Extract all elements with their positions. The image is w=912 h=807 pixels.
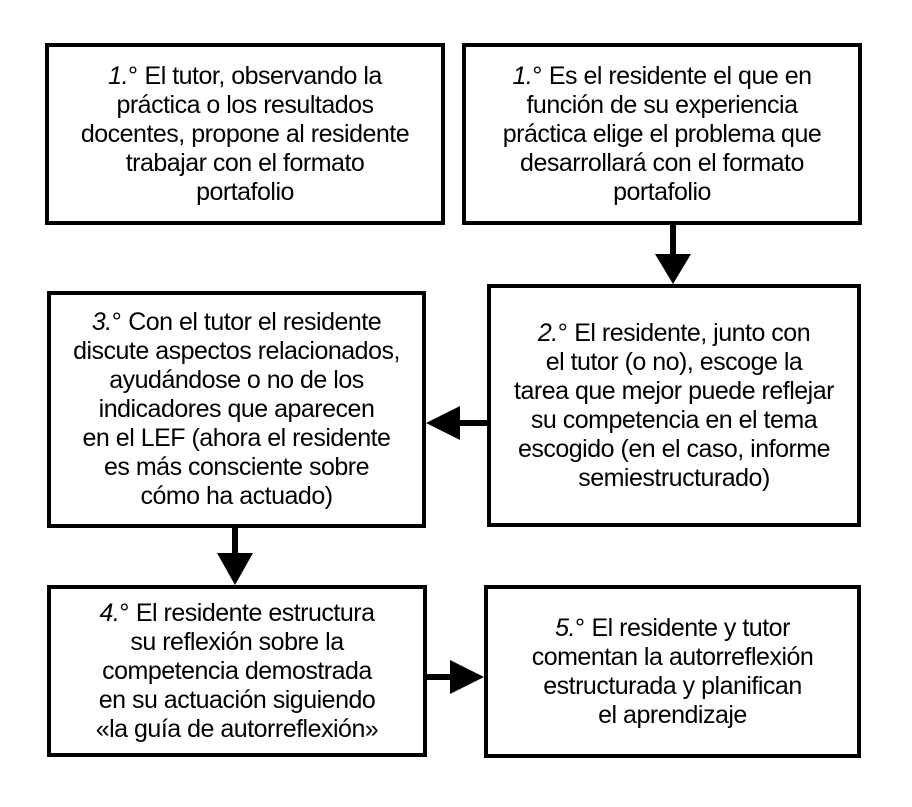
arrow-down-icon xyxy=(655,254,691,284)
arrow-right-icon xyxy=(450,660,484,694)
flow-step-text: 5.°El residente y tutor comentan la auto… xyxy=(528,614,818,730)
ordinal-indicator: ° xyxy=(111,308,122,336)
flow-step-structure-reflection: 4.°El residente estructura su reflexión … xyxy=(47,585,427,757)
flow-step-choose-task: 2.°El residente, junto con el tutor (o n… xyxy=(487,284,861,527)
connector-arrow-right-shaft xyxy=(427,674,453,680)
connector-arrow-down-shaft xyxy=(670,225,676,258)
step-body-text: El residente, junto con el tutor (o no),… xyxy=(514,318,834,492)
step-body-text: El tutor, observando la práctica o los r… xyxy=(80,61,410,206)
flow-step-plan-learning: 5.°El residente y tutor comentan la auto… xyxy=(484,585,861,758)
arrow-left-icon xyxy=(426,406,460,440)
flow-step-text: 2.°El residente, junto con el tutor (o n… xyxy=(510,319,838,493)
flow-step-text: 4.°El residente estructura su reflexión … xyxy=(92,599,383,744)
flow-step-tutor-proposes: 1.°El tutor, observando la práctica o lo… xyxy=(45,43,445,225)
step-number: 1. xyxy=(108,61,129,90)
ordinal-indicator: ° xyxy=(557,318,568,347)
step-body-text: Con el tutor el residente discute aspect… xyxy=(73,308,400,510)
flow-step-text: 3.°Con el tutor el residente discute asp… xyxy=(69,308,404,511)
ordinal-indicator: ° xyxy=(574,613,585,642)
ordinal-indicator: ° xyxy=(128,61,138,90)
flow-step-discuss-with-tutor: 3.°Con el tutor el residente discute asp… xyxy=(47,291,426,528)
step-number: 2. xyxy=(537,318,558,347)
step-number: 3. xyxy=(91,308,112,336)
step-body-text: El residente estructura su reflexión sob… xyxy=(95,598,379,743)
step-body-text: El residente y tutor comentan la autorre… xyxy=(531,613,814,729)
ordinal-indicator: ° xyxy=(532,61,542,90)
ordinal-indicator: ° xyxy=(119,598,129,627)
connector-arrow-down-shaft xyxy=(232,528,238,558)
step-number: 5. xyxy=(555,613,575,642)
connector-arrow-left-shaft xyxy=(458,420,487,426)
step-number: 4. xyxy=(99,598,120,627)
flow-step-text: 1.°El tutor, observando la práctica o lo… xyxy=(77,62,413,207)
step-body-text: Es el residente el que en función de su … xyxy=(502,61,822,206)
flow-step-text: 1.°Es el residente el que en función de … xyxy=(499,62,826,207)
step-number: 1. xyxy=(512,61,533,90)
arrow-down-icon xyxy=(217,553,253,585)
flow-step-resident-chooses-problem: 1.°Es el residente el que en función de … xyxy=(462,43,862,225)
